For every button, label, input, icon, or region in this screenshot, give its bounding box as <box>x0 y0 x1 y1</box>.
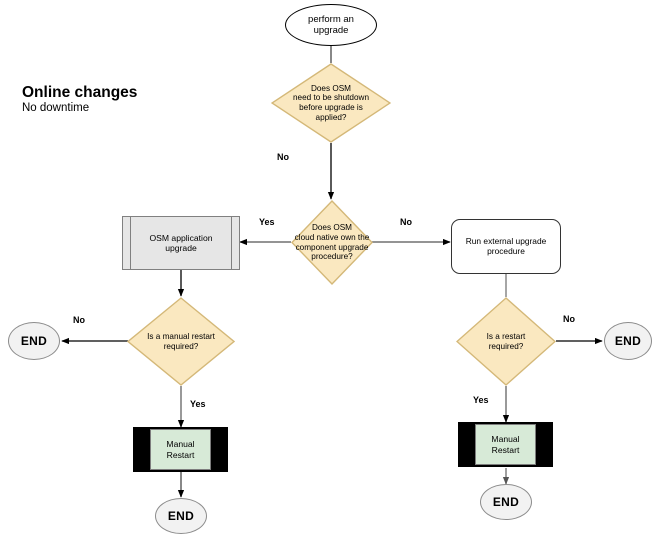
node-osm-application-upgrade[interactable]: OSM application upgrade <box>122 216 240 270</box>
node-decision-manual-restart[interactable]: Is a manual restart required? <box>127 297 235 386</box>
node-start-label: perform an upgrade <box>308 13 354 36</box>
node-decision-cloud-native-label: Does OSM cloud native own the component … <box>294 223 370 262</box>
edge-label-cloudnative-no: No <box>400 217 412 227</box>
node-manual-restart-left[interactable]: Manual Restart <box>133 427 228 472</box>
node-manual-restart-right[interactable]: Manual Restart <box>458 422 553 467</box>
node-end-bottom-left[interactable]: END <box>155 498 207 534</box>
manual-restart-inner: Manual Restart <box>150 429 211 470</box>
node-decision-shutdown-label: Does OSM need to be shutdown before upgr… <box>292 83 370 122</box>
node-end-right[interactable]: END <box>604 322 652 360</box>
edge-label-cloudnative-yes: Yes <box>259 217 275 227</box>
diamond-shape <box>291 200 373 285</box>
manual-restart-inner: Manual Restart <box>475 424 536 465</box>
diamond-shape <box>127 297 235 386</box>
node-manual-restart-left-label: Manual Restart <box>166 439 195 460</box>
edge-label-restart-no: No <box>563 314 575 324</box>
node-end-bottom-left-label: END <box>167 508 195 523</box>
edge-label-manualrestart-yes: Yes <box>190 399 206 409</box>
node-decision-cloud-native[interactable]: Does OSM cloud native own the component … <box>291 200 373 285</box>
node-decision-restart-label: Is a restart required? <box>486 331 526 351</box>
edge-label-manualrestart-no: No <box>73 315 85 325</box>
page-title: Online changes <box>22 84 138 101</box>
node-run-external-procedure-label: Run external upgrade procedure <box>465 235 547 256</box>
diamond-shape <box>271 63 391 143</box>
node-run-external-procedure[interactable]: Run external upgrade procedure <box>451 219 561 274</box>
node-end-bottom-right-label: END <box>492 494 520 509</box>
node-end-right-label: END <box>614 333 642 348</box>
node-decision-shutdown[interactable]: Does OSM need to be shutdown before upgr… <box>271 63 391 143</box>
node-manual-restart-right-label: Manual Restart <box>491 434 520 455</box>
edge-label-shutdown-no: No <box>277 152 289 162</box>
page-subtitle: No downtime <box>22 102 90 114</box>
process-left-bar <box>130 217 131 269</box>
diamond-shape <box>456 297 556 386</box>
node-decision-restart[interactable]: Is a restart required? <box>456 297 556 386</box>
node-start-perform-upgrade[interactable]: perform an upgrade <box>285 4 377 46</box>
node-end-bottom-right[interactable]: END <box>480 484 532 520</box>
node-decision-manual-restart-label: Is a manual restart required? <box>147 331 215 351</box>
node-end-left[interactable]: END <box>8 322 60 360</box>
process-right-bar <box>231 217 232 269</box>
node-osm-application-upgrade-label: OSM application upgrade <box>149 232 213 253</box>
node-end-left-label: END <box>20 333 48 348</box>
edge-label-restart-yes: Yes <box>473 395 489 405</box>
